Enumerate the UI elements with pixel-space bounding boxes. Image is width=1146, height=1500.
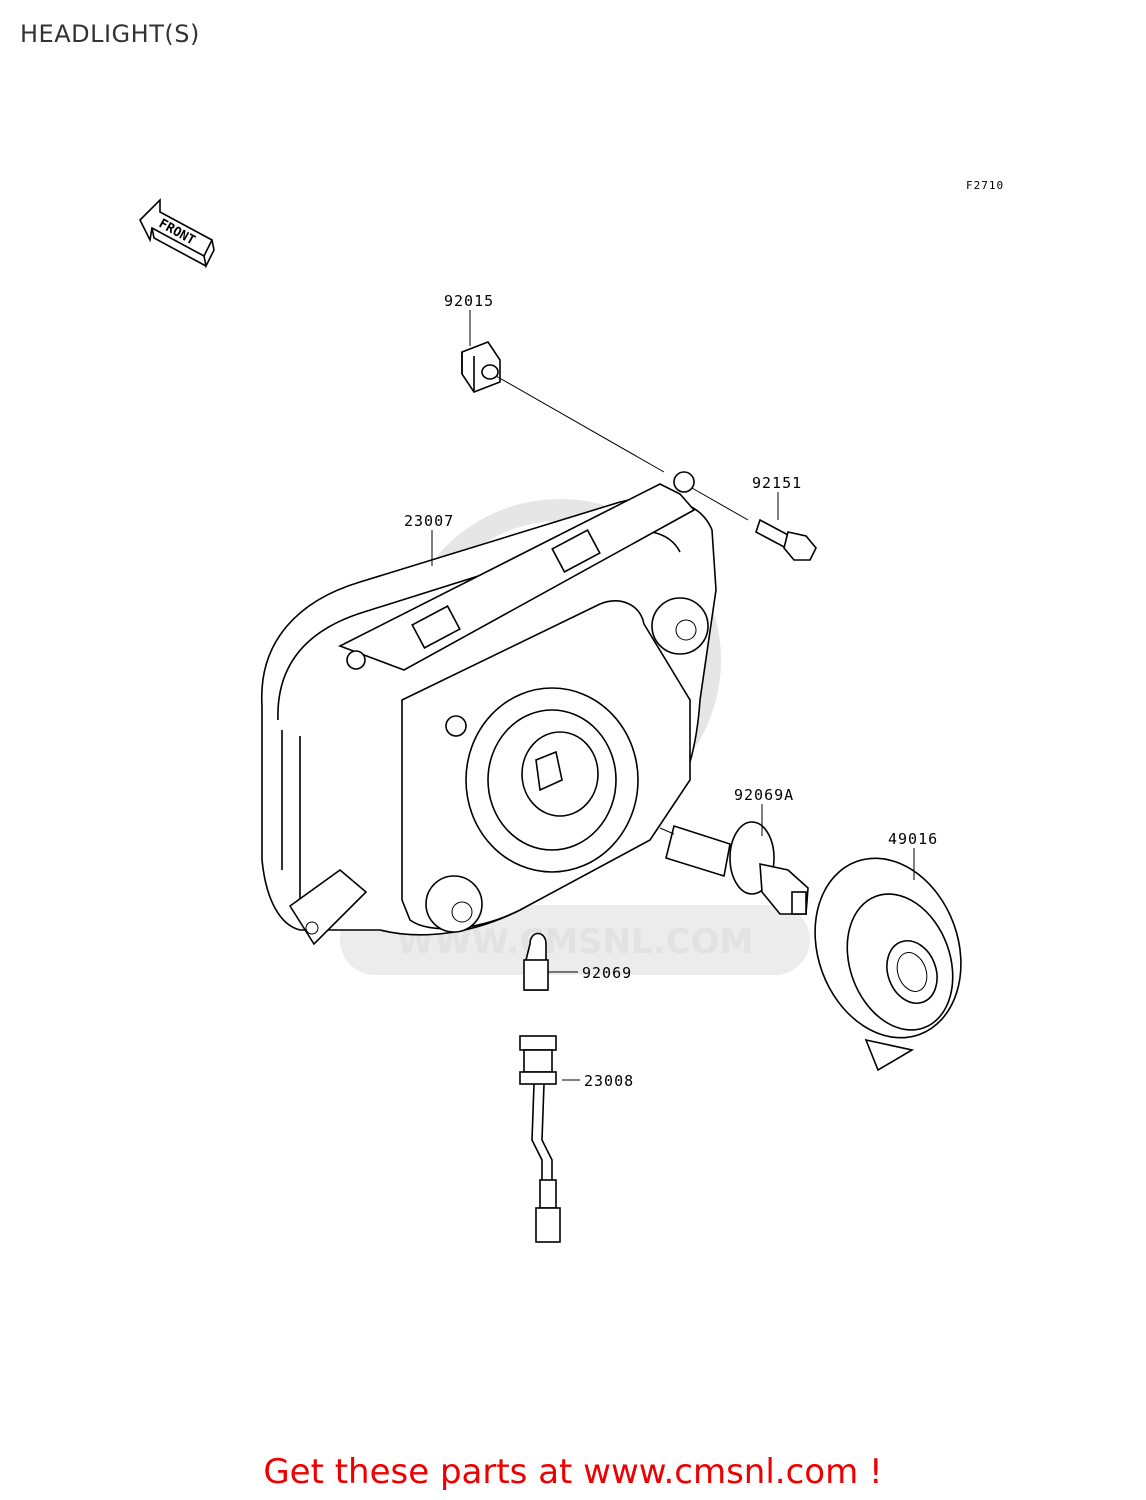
part-label-92151: 92151 [752,474,802,492]
cta-link[interactable]: Get these parts at www.cmsnl.com ! [263,1452,883,1492]
part-label-49016: 49016 [888,830,938,848]
part-label-92015: 92015 [444,292,494,310]
part-label-23007: 23007 [404,512,454,530]
figure-code: F2710 [966,179,1004,192]
clip-nut-92015 [461,310,665,473]
bulb-92069a [659,804,809,915]
headlight-housing-23007 [261,471,717,946]
front-arrow-icon: FRONT [139,198,215,269]
bolt-92151 [691,487,817,561]
page-title: HEADLIGHT(S) [20,20,200,48]
part-label-92069: 92069 [582,964,632,982]
bulb-92069 [523,932,578,991]
part-label-92069a: 92069A [734,786,794,804]
part-label-23008: 23008 [584,1072,634,1090]
socket-23008 [519,1035,580,1243]
rubber-cap-49016 [814,848,962,1072]
